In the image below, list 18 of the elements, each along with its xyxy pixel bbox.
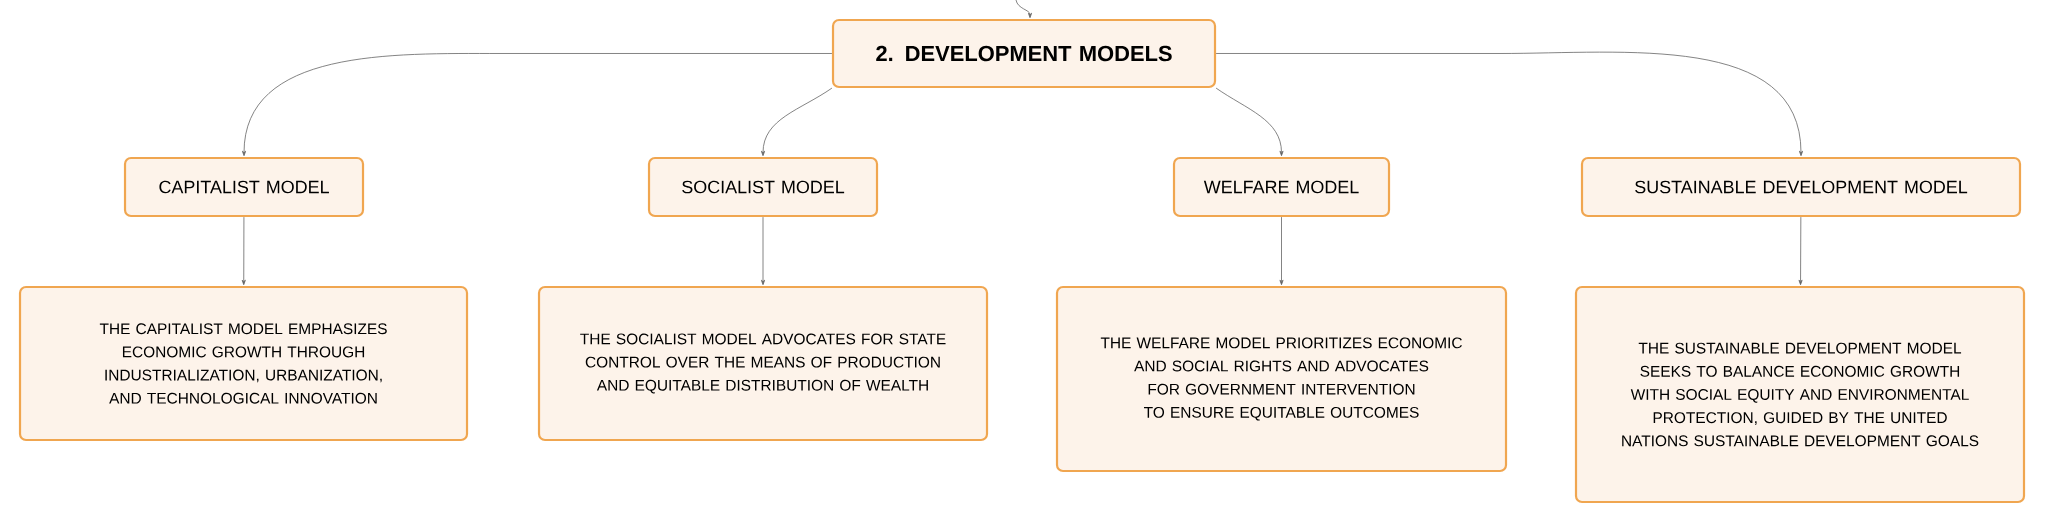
arrow xyxy=(1798,216,1803,286)
arrow xyxy=(761,216,766,286)
arrow xyxy=(1215,87,1284,157)
arrow xyxy=(761,87,833,157)
description-box: THE WELFARE MODEL PRIORITIZES ECONOMIC AND SOCIAL RIGHTS AND ADVOCATES FOR GOVERNMENT INTERVENTION TO ENSURE EQUITABLE OUTCOMES xyxy=(1055,285,1508,473)
model-box: CAPITALIST MODEL xyxy=(123,156,365,218)
arrow xyxy=(242,53,833,157)
arrow xyxy=(1215,51,1803,157)
arrow xyxy=(1279,216,1284,286)
model-box: SUSTAINABLE DEVELOPMENT MODEL xyxy=(1580,156,2022,218)
description-box: THE CAPITALIST MODEL EMPHASIZES ECONOMIC GROWTH THROUGH INDUSTRIALIZATION, URBANIZATION, AND TECHNOLOGICAL INNOVATION xyxy=(18,285,469,442)
arrow xyxy=(241,216,246,286)
description-box: THE SOCIALIST MODEL ADVOCATES FOR STATE CONTROL OVER THE MEANS OF PRODUCTION AND EQUITABLE DISTRIBUTION OF WEALTH xyxy=(537,285,989,442)
description-box: THE SUSTAINABLE DEVELOPMENT MODEL SEEKS TO BALANCE ECONOMIC GROWTH WITH SOCIAL EQUITY AND ENVIRONMENTAL PROTECTION, GUIDED BY THE UNITED NATIONS SUSTAINABLE DEVELOPMENT GOALS xyxy=(1574,285,2026,504)
model-box: WELFARE MODEL xyxy=(1172,156,1391,218)
arrow xyxy=(1015,0,1032,19)
title-box: 2. DEVELOPMENT MODELS xyxy=(831,18,1217,89)
model-box: SOCIALIST MODEL xyxy=(647,156,879,218)
